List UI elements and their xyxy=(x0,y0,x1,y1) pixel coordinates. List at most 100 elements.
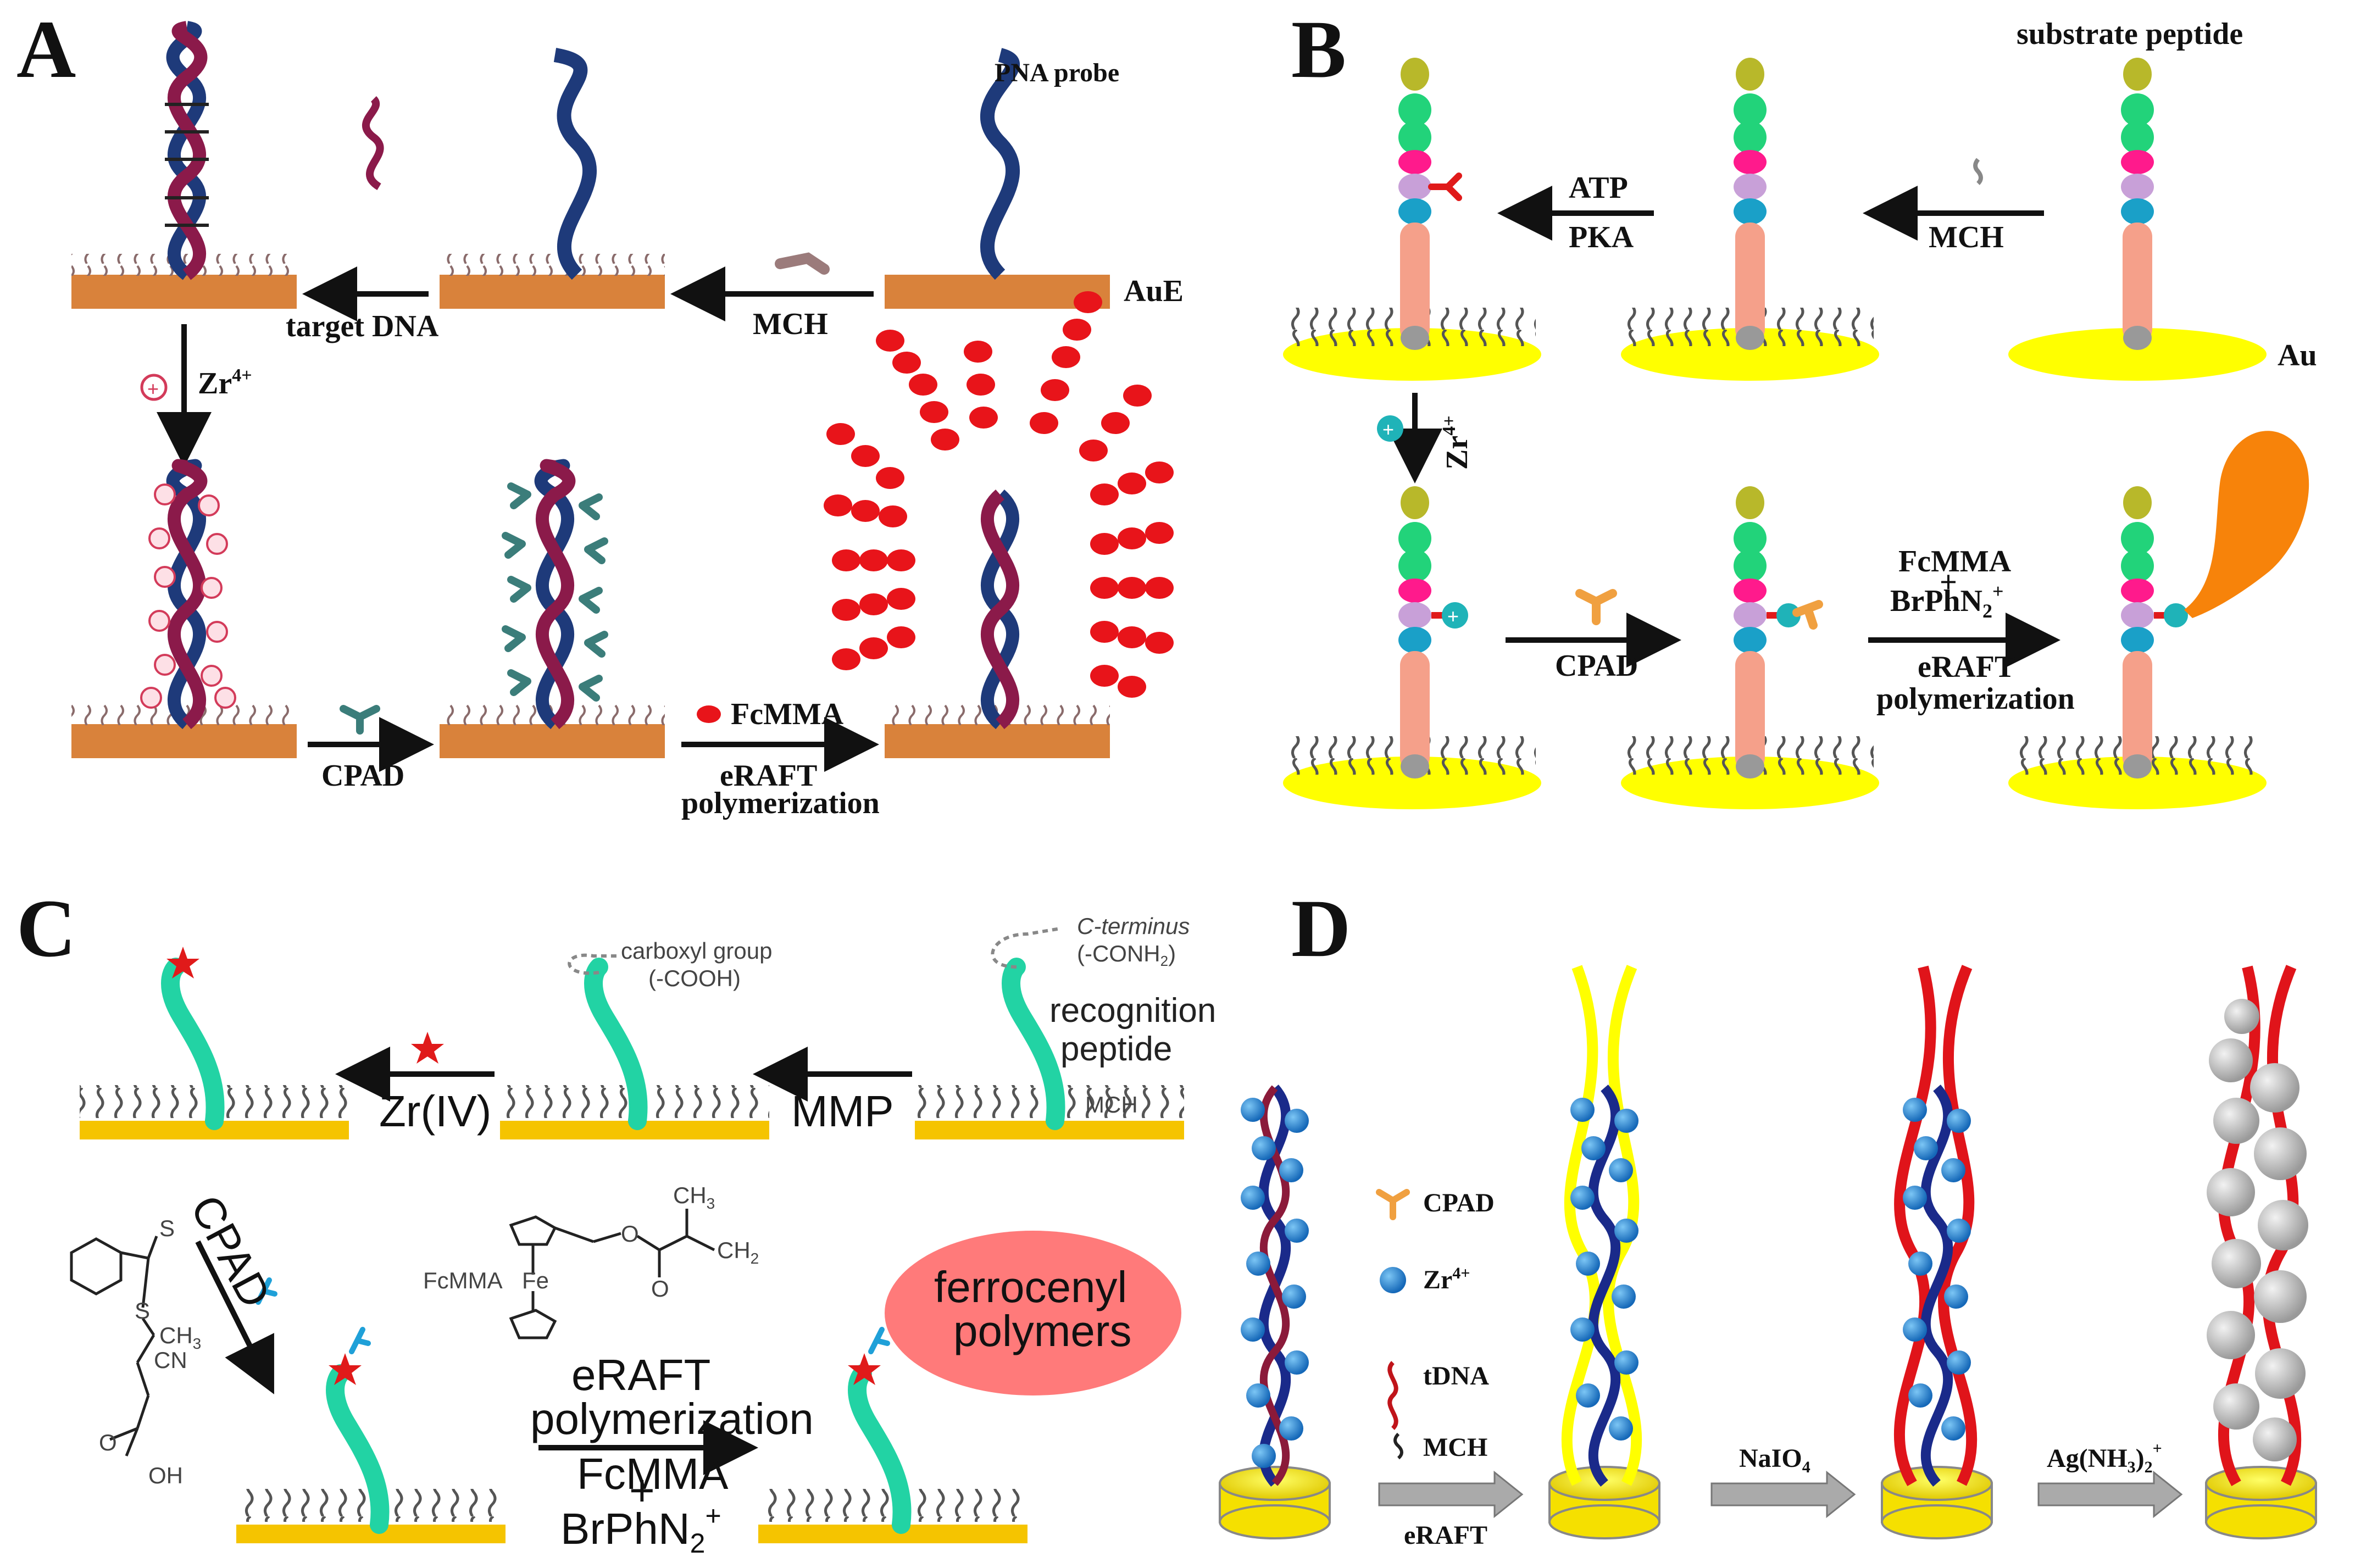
label-eraft-d: eRAFT xyxy=(1404,1521,1487,1550)
peptide-column-b6 xyxy=(2121,431,2309,779)
label-atp: ATP xyxy=(1569,171,1628,205)
legend-tdna-icon xyxy=(1387,1361,1398,1430)
cpad-icon-c5 xyxy=(868,1327,890,1354)
label-pna-probe: PNA probe xyxy=(995,58,1119,87)
label-polymerization-b: polymerization xyxy=(1876,682,2075,716)
dsdna-zr-helix-a4 xyxy=(140,459,236,730)
label-mch-c: MCH xyxy=(1085,1092,1138,1117)
label-target-dna: target DNA xyxy=(286,309,439,343)
peptide-column-b2 xyxy=(1734,58,1767,350)
ferrocenyl-polymer-blob xyxy=(885,1231,1181,1395)
legend-cpad-icon xyxy=(1376,1189,1410,1220)
electrode-a5 xyxy=(440,724,665,758)
zr-star-icon-c4 xyxy=(329,1353,362,1385)
label-c-terminus: C-terminus xyxy=(1077,913,1190,939)
zr-ion-plus-b: + xyxy=(1382,418,1394,441)
label-eraft-c: eRAFT xyxy=(571,1350,710,1399)
zr-ion-icon-a xyxy=(140,374,168,401)
peptide-c1 xyxy=(161,958,225,1130)
panel-a-letter: A xyxy=(16,4,76,95)
electrode-a1 xyxy=(71,275,297,309)
peptide-c5 xyxy=(848,1364,912,1534)
panel-b-letter: B xyxy=(1291,4,1346,95)
electrode-a2 xyxy=(440,275,665,309)
peptide-column-b4: + xyxy=(1398,486,1468,779)
pna-probe-strand-a3 xyxy=(980,48,1020,280)
label-plus-b: + xyxy=(1940,565,1957,599)
peptide-column-b1 xyxy=(1398,58,1462,350)
label-polymerization-c: polymerization xyxy=(530,1394,814,1443)
label-o2: O xyxy=(651,1276,669,1302)
cpad-structure xyxy=(70,1236,158,1456)
panel-b: B substrate peptide xyxy=(1283,4,2317,809)
label-ag-d: Ag(NH3)2+ xyxy=(2047,1439,2162,1476)
label-au: Au xyxy=(2278,338,2317,372)
label-fcmma-c: FcMMA xyxy=(423,1267,503,1293)
arrow-eraft-d xyxy=(1378,1470,1524,1519)
label-polymers: polymers xyxy=(953,1306,1132,1355)
carboxyl-pointer xyxy=(568,953,621,975)
legend-mch-label: MCH xyxy=(1423,1433,1487,1462)
cterminus-pointer xyxy=(991,927,1061,969)
label-mmp: MMP xyxy=(791,1087,894,1136)
dsdna-cpad-helix-a5 xyxy=(502,459,608,730)
label-conh2: (-CONH2) xyxy=(1077,941,1176,969)
helix-d2 xyxy=(1561,965,1642,1487)
polymer-blob-b xyxy=(2184,431,2309,618)
label-s1: S xyxy=(159,1215,175,1241)
arrow-cpad-c xyxy=(195,1240,274,1394)
peptide-c3 xyxy=(1002,958,1065,1130)
helix-d4 xyxy=(2207,965,2308,1486)
panel-d: D xyxy=(1219,883,2317,1550)
gold-disk-d4 xyxy=(2205,1466,2317,1539)
fcmma-dot-icon-a xyxy=(697,705,721,723)
zr-ion-icon-b xyxy=(1377,415,1403,442)
svg-text:+: + xyxy=(1447,605,1459,627)
label-ferrocenyl: ferrocenyl xyxy=(934,1263,1127,1311)
au-surface-b3 xyxy=(2008,328,2267,381)
mch-molecule-icon-b xyxy=(1973,158,1983,185)
label-zr-a: Zr4+ xyxy=(198,365,252,401)
zr-star-icon-c-arrow xyxy=(411,1032,444,1064)
panel-c: C xyxy=(16,883,1216,1559)
label-aue: AuE xyxy=(1124,274,1184,308)
fcmma-structure xyxy=(509,1209,715,1339)
cpad-icon-c4 xyxy=(349,1327,371,1354)
label-cn: CN xyxy=(154,1347,187,1373)
label-brphn-b: BrPhN2+ xyxy=(1890,580,2004,622)
panel-c-letter: C xyxy=(16,883,76,974)
helix-d1 xyxy=(1241,1085,1309,1487)
label-substrate-peptide: substrate peptide xyxy=(2017,17,2243,51)
peptide-column-b3 xyxy=(2121,58,2154,350)
label-ch2-fcmma: CH2 xyxy=(717,1237,759,1267)
electrode-a4 xyxy=(71,724,297,758)
label-naio4-d: NaIO4 xyxy=(1739,1444,1810,1476)
label-zr-b: Zr4+ xyxy=(1439,415,1474,470)
pna-probe-strand-a2 xyxy=(553,48,597,280)
label-fcmma-c2: FcMMA xyxy=(577,1449,729,1498)
electrode-a3 xyxy=(885,275,1110,309)
target-dna-fragment xyxy=(362,96,384,190)
label-peptide: peptide xyxy=(1060,1030,1172,1068)
helix-d3 xyxy=(1893,965,1978,1487)
zr-ion-plus-a: + xyxy=(147,377,159,400)
dsdna-helix-a1 xyxy=(165,21,209,280)
label-mch-b: MCH xyxy=(1929,220,2004,254)
arrow-naio4-d xyxy=(1710,1470,1856,1519)
label-carboxyl: carboxyl group xyxy=(621,938,772,964)
label-ch3-fcmma: CH3 xyxy=(673,1182,715,1212)
legend-cpad-label: CPAD xyxy=(1423,1188,1495,1217)
peptide-c2 xyxy=(584,958,648,1130)
legend-mch-icon xyxy=(1393,1432,1403,1460)
polymer-chains xyxy=(824,291,1174,698)
label-ch3-cpad: CH3 xyxy=(159,1322,201,1352)
label-o1: O xyxy=(621,1221,639,1247)
zr-star-icon-c5 xyxy=(848,1353,881,1385)
label-zr-c: Zr(IV) xyxy=(379,1087,491,1136)
mch-molecule-icon xyxy=(775,252,830,275)
label-cpad-a: CPAD xyxy=(321,759,404,793)
label-cooh: (-COOH) xyxy=(648,965,741,991)
label-eraft-a: eRAFT xyxy=(720,759,817,793)
legend-tdna-label: tDNA xyxy=(1423,1361,1489,1391)
